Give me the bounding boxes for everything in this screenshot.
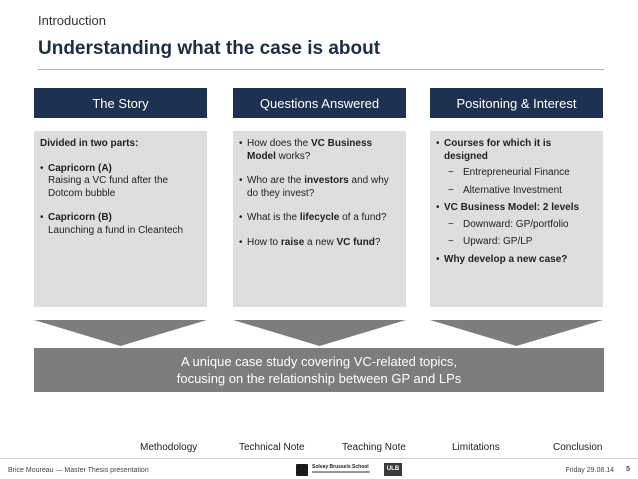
positioning-subitem: −Upward: GP/LP — [448, 236, 533, 247]
chevron-down-icon — [430, 320, 603, 346]
banner-line: A unique case study covering VC-related … — [180, 354, 458, 369]
bullet-icon: • — [436, 202, 440, 213]
chevron-down-icon — [34, 320, 207, 346]
question-item: • What is the lifecycle of a fund? — [239, 212, 387, 223]
story-body: Divided in two parts: • Capricorn (A)Rai… — [34, 131, 207, 307]
bullet-icon: • — [40, 162, 44, 174]
footer-author: Brice Moureau — Master Thesis presentati… — [8, 467, 149, 474]
bullet-icon: • — [436, 138, 440, 149]
dash-icon: − — [448, 218, 454, 230]
question-item: • How to raise a new VC fund? — [239, 236, 381, 248]
bullet-icon: • — [436, 253, 440, 265]
positioning-item: • VC Business Model: 2 levels — [436, 202, 580, 213]
nav-conclusion[interactable]: Conclusion — [553, 442, 603, 453]
bullet-icon: • — [40, 212, 44, 223]
nav-technical-note[interactable]: Technical Note — [239, 442, 305, 453]
solvay-logo: Solvay Brussels School — [296, 463, 376, 477]
dash-icon: − — [448, 184, 454, 196]
positioning-subitem: −Downward: GP/portfolio — [448, 218, 569, 230]
nav-divider — [0, 458, 638, 459]
title-divider — [38, 69, 604, 70]
positioning-subitem: −Alternative Investment — [448, 184, 562, 196]
positioning-item: • Why develop a new case? — [436, 253, 568, 265]
ulb-logo: ULB — [384, 463, 402, 476]
question-item: • Who are the investors and why do they … — [239, 175, 389, 199]
nav-methodology[interactable]: Methodology — [140, 442, 198, 453]
bullet-icon: • — [239, 236, 243, 248]
dash-icon: − — [448, 167, 454, 178]
positioning-subitem: −Entrepreneurial Finance — [448, 167, 570, 178]
story-item: • Capricorn (A)Raising a VC fund after t… — [40, 163, 201, 201]
positioning-body: • Courses for which it is designed −Entr… — [430, 131, 603, 307]
story-item-title: Capricorn (B) — [48, 212, 112, 223]
section-label: Introduction — [38, 13, 106, 28]
footer: Brice Moureau — Master Thesis presentati… — [0, 462, 638, 479]
logo-mark-icon — [296, 464, 308, 476]
chevron-down-icon — [233, 320, 406, 346]
logo-text: Solvay Brussels School — [312, 464, 369, 470]
questions-body: • How does the VC Business Model works? … — [233, 131, 406, 307]
questions-header: Questions Answered — [233, 88, 406, 118]
story-item-text: Raising a VC fund after the Dotcom bubbl… — [48, 175, 169, 199]
dash-icon: − — [448, 236, 454, 247]
bullet-icon: • — [239, 212, 243, 223]
story-item-title: Capricorn (A) — [48, 162, 112, 174]
nav-limitations[interactable]: Limitations — [452, 442, 500, 453]
page-number: 5 — [626, 466, 630, 473]
footer-date: Friday 29.08.14 — [565, 467, 614, 474]
nav-teaching-note[interactable]: Teaching Note — [342, 442, 406, 453]
chevron-arrows — [34, 320, 603, 346]
story-intro: Divided in two parts: — [40, 138, 139, 149]
bullet-icon: • — [239, 138, 243, 149]
summary-banner: A unique case study covering VC-related … — [34, 348, 604, 392]
positioning-item: • Courses for which it is designed — [436, 138, 552, 162]
story-item-text: Launching a fund in Cleantech — [48, 224, 184, 236]
question-item: • How does the VC Business Model works? — [239, 138, 373, 162]
slide-title: Understanding what the case is about — [38, 38, 381, 59]
positioning-header: Positoning & Interest — [430, 88, 603, 118]
bullet-icon: • — [239, 175, 243, 186]
story-header: The Story — [34, 88, 207, 118]
banner-line: focusing on the relationship between GP … — [176, 371, 462, 386]
story-item: • Capricorn (B)Launching a fund in Clean… — [40, 212, 201, 237]
section-nav: Methodology Technical Note Teaching Note… — [0, 442, 638, 458]
